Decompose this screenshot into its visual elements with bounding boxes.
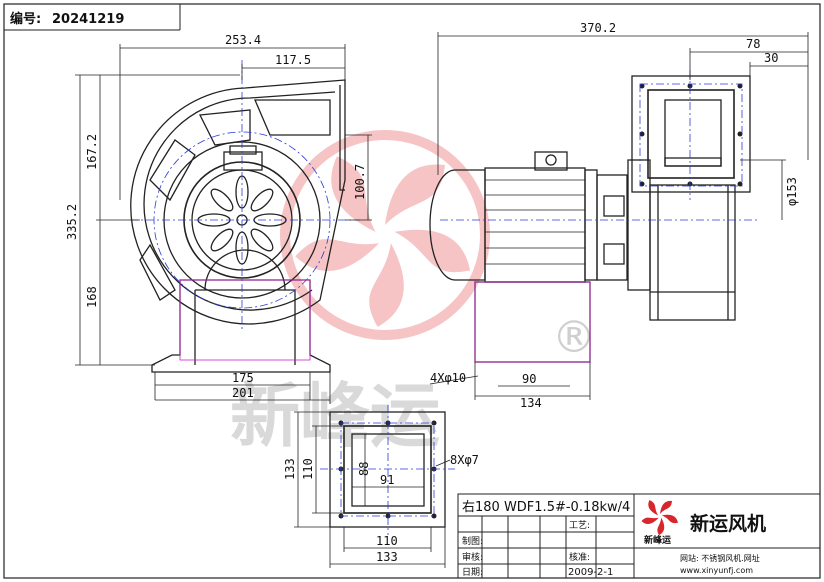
company-name: 新运风机 — [690, 512, 766, 535]
dim-side-holes: 4Xφ10 — [430, 371, 466, 385]
drawing-border — [3, 3, 821, 579]
code-value: 20241219 — [52, 12, 124, 27]
model-number: 右180 WDF1.5#-0.18kw/4 — [462, 500, 630, 515]
dim-front-height-upper: 167.2 — [85, 134, 99, 170]
watermark-name: 新峰运 — [230, 374, 440, 457]
side-dimension-lines — [429, 32, 809, 400]
code-label: 编号: — [10, 11, 41, 27]
dim-flange-opening-h: 88 — [357, 462, 371, 476]
dim-side-flange: 78 — [746, 37, 760, 51]
watermark-registered: ® — [552, 312, 596, 363]
company-logo-text: 新峰运 — [644, 534, 672, 546]
front-dimension-lines — [75, 44, 372, 404]
watermark-logo — [280, 130, 490, 340]
label-review: 审核: — [462, 551, 483, 563]
side-view — [429, 75, 751, 363]
website-url: www.xinyunfj.com — [680, 566, 753, 575]
front-volute-outline — [130, 79, 346, 325]
company-logo-icon — [641, 499, 678, 536]
dim-side-length-total: 370.2 — [580, 21, 616, 35]
dim-side-flange-edge: 30 — [764, 51, 778, 65]
dim-flange-outer-w: 133 — [376, 550, 398, 564]
front-center-lines — [130, 60, 360, 330]
front-view — [130, 79, 346, 373]
dim-flange-inner-w: 110 — [376, 534, 398, 548]
label-process: 工艺: — [569, 520, 590, 531]
dim-side-base-outer: 134 — [520, 396, 542, 410]
label-date: 日期: — [462, 567, 483, 578]
dim-front-base-outer: 201 — [232, 386, 254, 400]
title-block — [457, 493, 821, 579]
label-drawn: 制图: — [462, 535, 483, 547]
dim-flange-opening-w: 91 — [380, 473, 394, 487]
dim-flange-inner-h: 110 — [301, 458, 315, 480]
dim-front-width-total: 253.4 — [225, 33, 261, 47]
dim-front-width-half: 117.5 — [275, 53, 311, 67]
dim-side-inlet-diameter: φ153 — [785, 177, 799, 206]
dim-side-base-inner: 90 — [522, 372, 536, 386]
dim-flange-outer-h: 133 — [283, 458, 297, 480]
side-center-lines — [440, 70, 760, 221]
label-check: 核准: — [569, 551, 590, 563]
website-label: 网站: 不锈钢风机.网址 — [680, 553, 760, 563]
side-flange-holes — [639, 83, 743, 187]
front-volute-inner — [143, 91, 336, 311]
date-value: 2009-2-1 — [568, 567, 613, 578]
flange-dimension-lines — [294, 411, 451, 568]
front-base-outline — [179, 279, 311, 361]
side-base-outline — [474, 281, 591, 363]
dim-front-height-total: 335.2 — [65, 204, 79, 240]
dim-front-outlet-height: 100.7 — [353, 164, 367, 200]
flange-center-lines — [320, 405, 455, 535]
dim-front-height-lower: 168 — [85, 286, 99, 308]
dim-flange-holes: 8Xφ7 — [450, 453, 479, 467]
dim-front-base-inner: 175 — [232, 371, 254, 385]
